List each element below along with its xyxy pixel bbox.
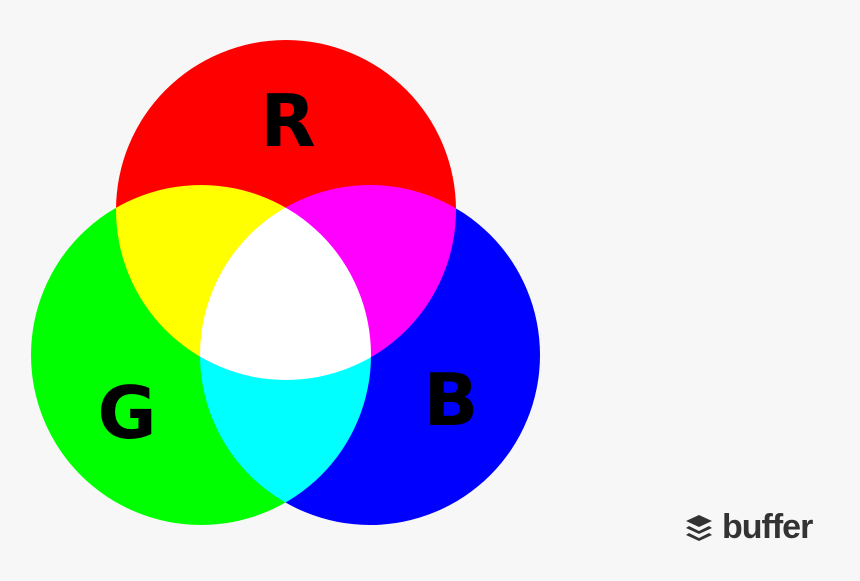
buffer-logo: buffer bbox=[684, 508, 813, 547]
logo-text: buffer bbox=[722, 508, 813, 546]
layers-icon bbox=[686, 514, 712, 541]
blue-circle bbox=[200, 185, 540, 525]
label-g: G bbox=[97, 371, 156, 455]
label-b: B bbox=[424, 358, 479, 442]
label-r: R bbox=[260, 79, 315, 163]
